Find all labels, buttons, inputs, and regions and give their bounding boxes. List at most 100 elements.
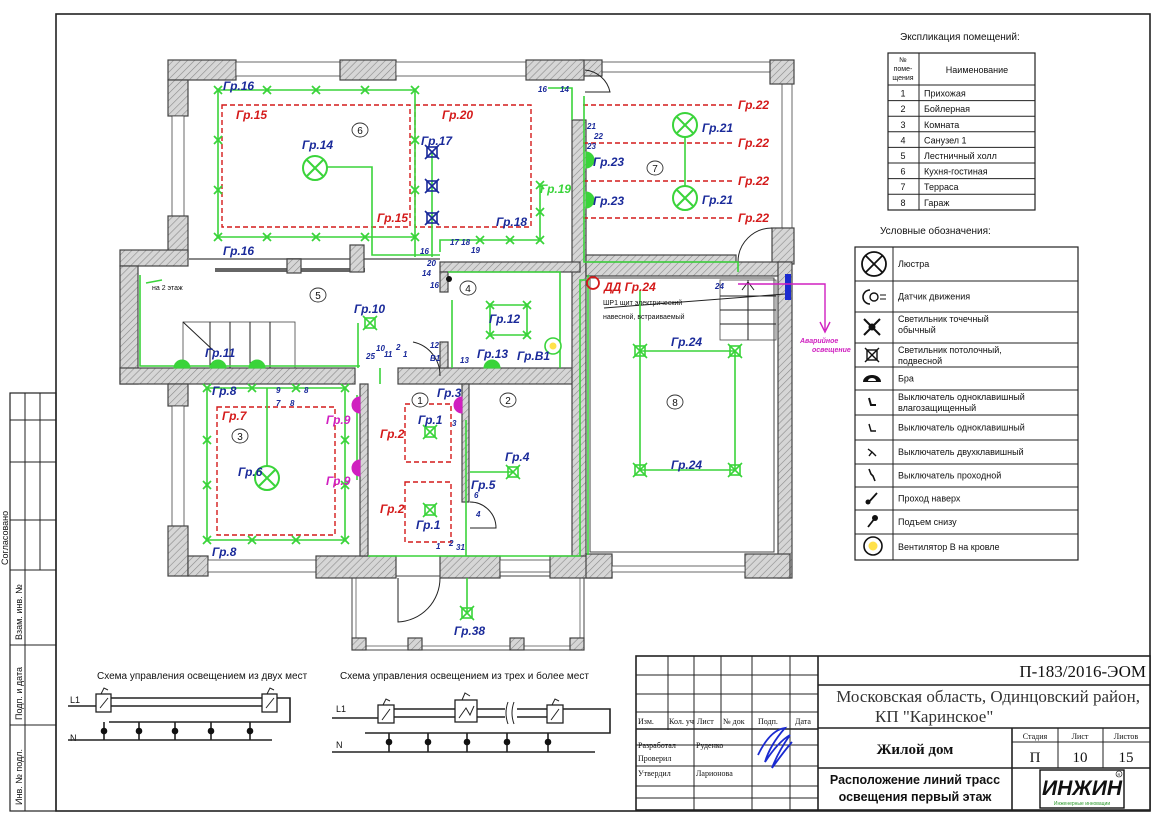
ceiling-light-icon — [424, 210, 440, 226]
stage-value: П — [1030, 750, 1041, 766]
group-label: Гр.11 — [205, 346, 236, 360]
circuit-numbers: 16 14 21 22 23 17 18 19 16 20 14 16 24 1… — [276, 85, 724, 552]
signature — [757, 726, 793, 769]
group-label: Гр.12 — [489, 312, 520, 326]
legend-label: Бра — [898, 374, 914, 384]
scheme-three-place-title: Схема управления освещением из трех и бо… — [340, 670, 589, 682]
circuit-number: 16 — [420, 247, 429, 256]
room-number: 5 — [315, 291, 321, 302]
room-name-cell: Кухня-гостиная — [924, 167, 988, 177]
l1-label: L1 — [70, 695, 80, 705]
room-markers: 1 2 3 4 5 6 7 8 — [231, 122, 684, 444]
room-number: 8 — [672, 398, 678, 409]
group-label: Гр.9 — [326, 413, 351, 427]
circuit-number: 1 — [436, 542, 441, 551]
sheet-value: 10 — [1073, 750, 1088, 766]
col-header: Кол. уч — [669, 717, 694, 726]
stage-header: Стадия — [1023, 732, 1048, 741]
switch-waterproof-icon — [868, 397, 876, 406]
legend-label: Светильник точечный — [898, 314, 989, 324]
lamp-dot — [207, 727, 215, 735]
legend-label: Светильник потолочный, — [898, 345, 1002, 355]
circuit-number: 8 — [290, 399, 295, 408]
group-label: Гр.19 — [540, 182, 571, 196]
role-label: Утвердил — [638, 769, 671, 778]
lamp-dot — [246, 727, 254, 735]
document-code: П-183/2016-ЭОМ — [1019, 662, 1146, 681]
col-header: № док — [723, 717, 745, 726]
scheme-three-place: Схема управления освещением из трех и бо… — [332, 670, 611, 753]
room-number-cell: 8 — [900, 198, 905, 208]
sheet-header: Лист — [1072, 732, 1089, 741]
legend-title: Условные обозначения: — [880, 225, 991, 237]
room-name-cell: Бойлерная — [924, 104, 970, 114]
room-number: 3 — [237, 432, 243, 443]
room-number-cell: 7 — [900, 182, 905, 192]
lamp-dot — [424, 738, 432, 746]
room-name-cell: Санузел 1 — [924, 135, 967, 145]
circuit-number: 10 — [376, 344, 385, 353]
electrical-panel — [785, 274, 791, 300]
stamp-replace-inv: Взам. инв. № — [14, 584, 24, 640]
circuit-number: 31 — [456, 543, 465, 552]
group-label: Гр.18 — [496, 215, 527, 229]
object-name: Жилой дом — [877, 742, 954, 758]
group-label: Гр.24 — [671, 335, 702, 349]
legend-label: Датчик движения — [898, 292, 970, 302]
motion-sensor-icon — [862, 289, 886, 305]
scheme-two-place-title: Схема управления освещением из двух мест — [97, 671, 308, 682]
wall-lamp-icon — [483, 359, 501, 369]
circuit-number: 2 — [395, 343, 401, 352]
group-label: Гр.8 — [212, 384, 237, 398]
ceiling-light-icon — [632, 462, 648, 478]
circuit-number: 8 — [304, 386, 309, 395]
group-label: Гр.1 — [416, 518, 441, 532]
circuit-number: 19 — [471, 246, 480, 255]
logo-subtitle: Инженерные инновации — [1054, 801, 1110, 807]
title-block: Изм. Кол. уч Лист № док Подп. Дата Разра… — [635, 655, 1151, 811]
chandelier-icon — [672, 112, 698, 138]
ceiling-light-icon — [422, 502, 438, 518]
emergency-note-line1: Аварийное — [799, 337, 838, 345]
circuit-number: 14 — [422, 269, 431, 278]
stairs-note: на 2 этаж — [152, 285, 183, 292]
wall-lamp-icon — [209, 359, 227, 369]
l1-label: L1 — [336, 704, 346, 714]
role-name: Ларионова — [696, 769, 733, 778]
explication-table: Экспликация помещений: № поме- щения Наи… — [887, 32, 1036, 211]
group-label: Гр.9 — [326, 474, 351, 488]
group-label: Гр.21 — [702, 193, 733, 207]
room-number-cell: 5 — [900, 151, 905, 161]
legend-label: Вентилятор В на кровле — [898, 542, 1000, 552]
circuit-number: 14 — [560, 85, 569, 94]
col-header: Подп. — [758, 717, 778, 726]
legend-label: подвесной — [898, 356, 942, 366]
motion-sensor-icon — [586, 276, 600, 290]
chandelier-icon — [302, 155, 328, 181]
lamp-dot — [100, 727, 108, 735]
circuit-number: 16 — [538, 85, 547, 94]
group-label: Гр.10 — [354, 302, 385, 316]
group-label: Гр.23 — [593, 194, 624, 208]
col-header: Лист — [697, 717, 714, 726]
circuit-number: 12 — [430, 341, 439, 350]
legend-label: Люстра — [898, 259, 929, 269]
switch-double-icon — [867, 448, 877, 457]
circuit-number: 11 — [384, 350, 393, 359]
room-number: 6 — [357, 126, 363, 137]
wall-lamp-icon — [173, 359, 191, 369]
group-label: Гр.15 — [236, 108, 267, 122]
ceiling-light-icon — [459, 605, 475, 621]
room-name-cell: Лестничный холл — [924, 151, 997, 161]
circuit-number: 7 — [276, 399, 281, 408]
legend-label: Проход наверх — [898, 494, 961, 504]
room-number-cell: 1 — [900, 89, 905, 99]
role-name: Руденко — [696, 741, 723, 750]
group-label: Гр.21 — [702, 121, 733, 135]
logo-text: ИНЖИН — [1042, 777, 1123, 800]
n-label: N — [336, 740, 343, 750]
group-label: Гр.7 — [222, 409, 248, 423]
circuit-number: 22 — [593, 132, 603, 141]
group-label: Гр.В1 — [517, 349, 550, 363]
